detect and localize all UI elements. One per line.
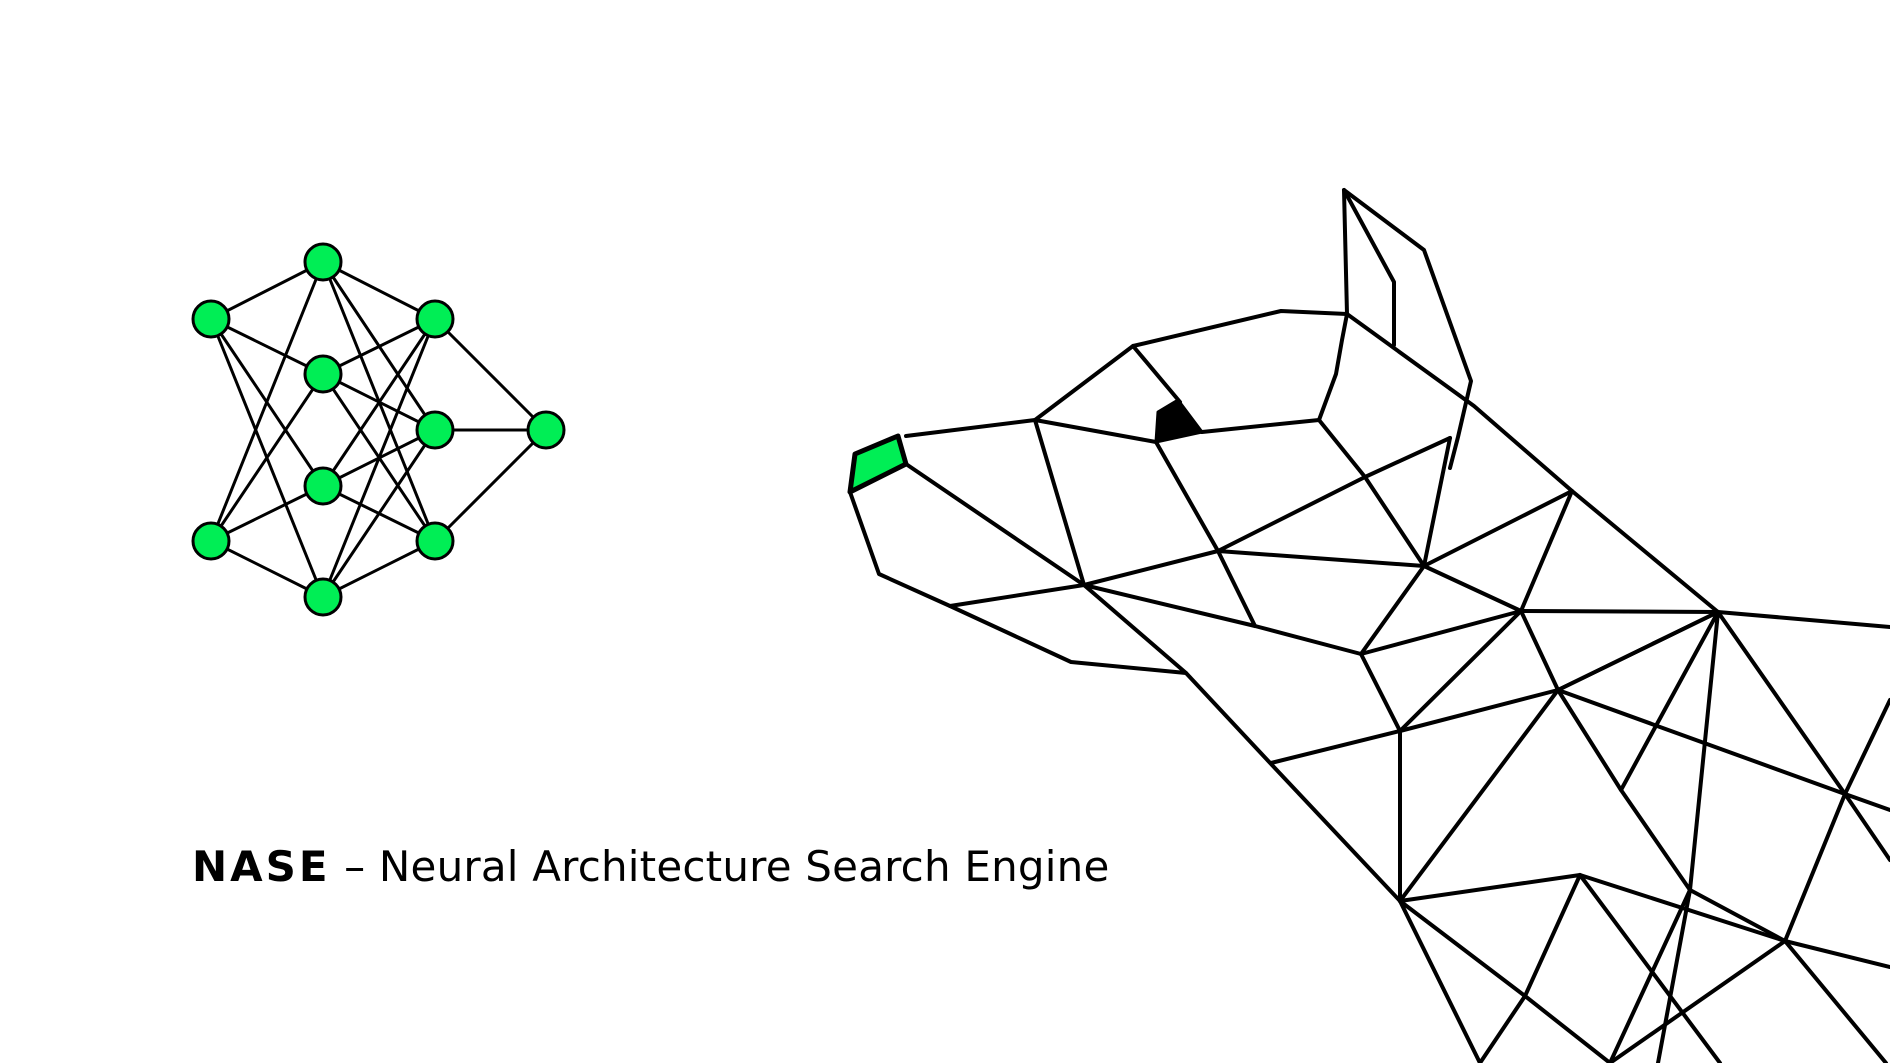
dog-wireframe-edge: [1033, 418, 1086, 587]
network-node: [303, 577, 343, 617]
network-edge: [210, 317, 324, 376]
dog-wireframe-edge: [1317, 312, 1349, 422]
dog-wireframe: [848, 188, 1890, 1063]
dog-wireframe-edge: [1783, 792, 1847, 943]
network-edge: [433, 428, 548, 543]
dog-nose-icon: [847, 433, 909, 495]
dog-wireframe-edge: [1398, 899, 1612, 1063]
network-edge: [322, 539, 436, 599]
network-node: [415, 521, 455, 561]
dog-wireframe-edge: [1398, 688, 1560, 903]
dog-wireframe-edge: [1359, 436, 1452, 656]
dog-wireframe-edge: [1200, 418, 1321, 434]
network-node: [191, 299, 231, 339]
network-edge: [433, 317, 548, 432]
network-node: [303, 242, 343, 282]
network-edge: [321, 318, 437, 487]
dog-wireframe-edge: [1556, 610, 1720, 692]
dog-wireframe-edge: [1216, 436, 1452, 553]
network-edge: [209, 261, 325, 542]
network-edge: [210, 484, 324, 543]
dog-wireframe-edge: [1519, 609, 1720, 614]
dog-wireframe-edge: [1783, 939, 1888, 1063]
network-edge: [322, 317, 436, 376]
dog-wireframe-edge: [948, 583, 1086, 608]
dog-wireframe-edge: [1154, 440, 1220, 553]
dog-wireframe-edge: [1398, 609, 1523, 733]
network-nodes: [191, 242, 566, 617]
network-edge: [321, 429, 437, 598]
network-node: [303, 354, 343, 394]
network-edge: [210, 539, 324, 599]
network-node: [526, 410, 566, 450]
dog-wireframe-edge: [1398, 873, 1890, 969]
network-edge: [210, 260, 324, 321]
page-caption: NASE – Neural Architecture Search Engine: [192, 846, 1110, 888]
dog-wireframe-edge: [1843, 698, 1890, 796]
caption-acronym: NASE: [192, 842, 331, 891]
dog-wireframe-edge: [1216, 549, 1523, 613]
dog-wireframe-edge: [1608, 939, 1787, 1063]
dog-wireframe-edge: [1608, 888, 1692, 1063]
dog-wireframe-edge: [1843, 792, 1890, 862]
network-edge: [209, 373, 325, 542]
dog-wireframe-edge: [848, 490, 1482, 1063]
dog-wireframe-edge: [1619, 610, 1720, 792]
dog-wireframe-edge: [1556, 688, 1890, 812]
dog-wireframe-edge: [1359, 609, 1560, 692]
network-edges: [209, 260, 548, 599]
network-node: [415, 410, 455, 450]
network-node: [303, 466, 343, 506]
dog-wireframe-edge: [1478, 873, 1582, 1063]
dog-wireframe-edge: [1033, 418, 1158, 444]
dog-wireframe-edge: [1131, 344, 1182, 404]
dog-wireframe-edge: [1216, 549, 1257, 628]
network-node: [191, 521, 231, 561]
dog-wireframe-edge: [1363, 475, 1426, 568]
dog-wireframe-edge: [1556, 688, 1692, 892]
dog-wireframe-edge: [1317, 418, 1367, 479]
dog-wireframe-edge: [904, 188, 1473, 470]
dog-wireframe-edge: [1359, 652, 1402, 733]
dog-wireframe-edge: [1716, 610, 1847, 796]
network-node: [415, 299, 455, 339]
dog-wireframe-edge: [1422, 489, 1574, 613]
dog-wireframe-edge: [1578, 873, 1722, 1063]
dog-wireframe-edge: [1345, 312, 1890, 629]
dog-wireframe-edge: [1342, 188, 1396, 347]
caption-dash: –: [330, 842, 379, 891]
dog-eye-icon: [1154, 398, 1204, 444]
dog-wireframe-edge: [1082, 549, 1220, 587]
network-edge: [322, 260, 436, 321]
network-edge: [321, 318, 437, 598]
caption-full-name: Neural Architecture Search Engine: [378, 842, 1110, 891]
dog-wireframe-edge: [1688, 888, 1787, 943]
